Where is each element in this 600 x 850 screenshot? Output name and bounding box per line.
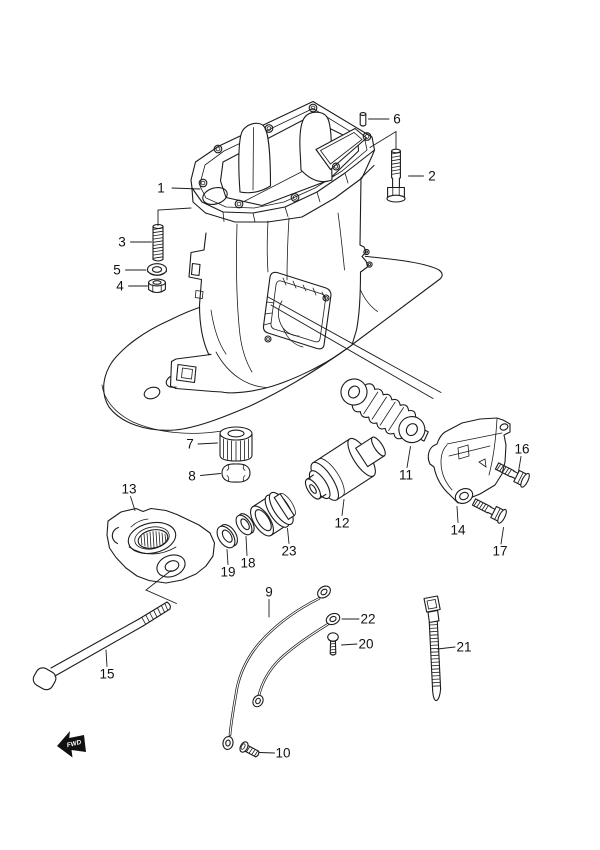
part-3-stud <box>152 207 192 262</box>
part-7-splined-bushing <box>219 426 253 462</box>
part-21-tie-strap <box>423 595 442 702</box>
callout-10: 10 <box>275 745 291 761</box>
ring-terminal <box>222 735 234 751</box>
callout-3: 3 <box>118 234 126 250</box>
housing-top-flange <box>190 100 376 223</box>
part-2-bolt <box>369 130 406 203</box>
part-8-wave-ring <box>221 463 251 483</box>
fwd-arrow-label: FWD <box>66 739 82 749</box>
callout-12: 12 <box>334 515 350 531</box>
part-15-long-bolt <box>32 570 177 691</box>
callout-19: 19 <box>220 564 236 580</box>
fwd-arrow-icon: FWD <box>57 731 86 758</box>
part-6-dowel-pin <box>359 112 367 127</box>
callout-1: 1 <box>157 180 165 196</box>
callout-18: 18 <box>240 555 256 571</box>
ring-terminal-22 <box>325 612 341 626</box>
part-12-damper <box>304 436 386 501</box>
callout-4: 4 <box>116 278 124 294</box>
part-19-washer <box>216 524 238 549</box>
part-5-washer <box>146 263 168 276</box>
callout-13: 13 <box>121 481 137 497</box>
part-23-bushing <box>250 491 296 537</box>
part-20-screw <box>327 632 339 656</box>
callout-7: 7 <box>186 436 194 452</box>
callout-5: 5 <box>113 262 121 278</box>
part-10-screw <box>239 741 260 758</box>
callout-14: 14 <box>450 522 466 538</box>
part-4-nut <box>148 278 166 294</box>
part-18-washer <box>235 513 255 536</box>
part-11-rubber-mount <box>340 378 429 444</box>
callout-2: 2 <box>428 168 436 184</box>
housing-body <box>169 164 378 394</box>
installation-leader-lines <box>267 296 442 399</box>
flange-bolt-holes <box>198 103 372 209</box>
callout-21: 21 <box>456 639 472 655</box>
callout-15: 15 <box>99 666 115 682</box>
callout-22: 22 <box>360 611 376 627</box>
callout-23: 23 <box>281 543 297 559</box>
part-17-bolt <box>471 498 507 524</box>
part-14-clamp-bracket <box>427 417 511 504</box>
callout-16: 16 <box>514 441 530 457</box>
ring-terminal <box>252 694 264 708</box>
part-9-ground-cables <box>222 585 341 751</box>
part-13-mount-bracket <box>106 507 216 584</box>
part-16-bolt <box>494 462 530 488</box>
ring-terminal <box>317 585 331 599</box>
callout-6: 6 <box>393 111 401 127</box>
callout-11: 11 <box>398 467 414 483</box>
callout-20: 20 <box>358 636 374 652</box>
side-opening-gasket <box>262 271 332 350</box>
callout-8: 8 <box>188 468 196 484</box>
callout-17: 17 <box>492 543 508 559</box>
callout-leader-lines <box>105 118 522 754</box>
callout-9: 9 <box>265 584 273 600</box>
